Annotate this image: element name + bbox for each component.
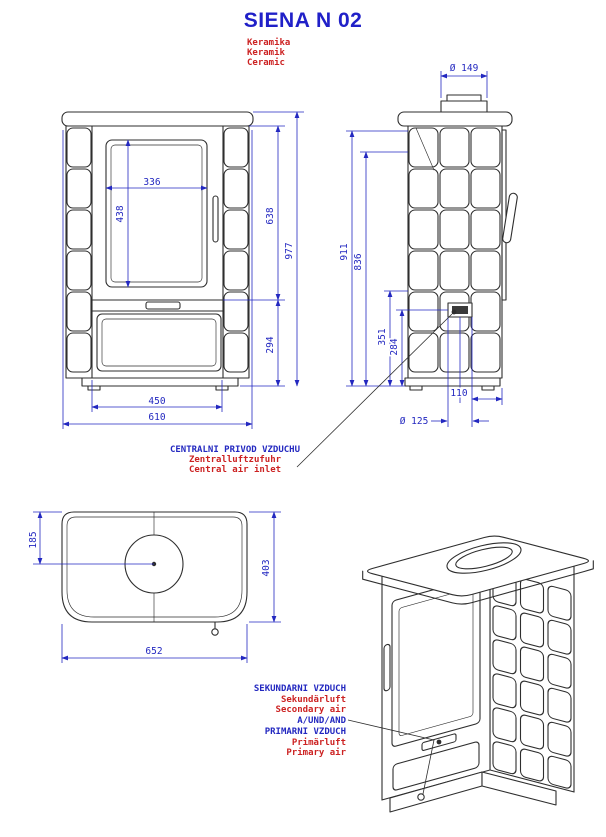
isometric-view (362, 535, 594, 813)
front-tile-column-left (66, 127, 92, 373)
dim-inlet-top-height: 351 (377, 328, 388, 345)
primary-air-label-cs: PRIMARNI VZDUCH (265, 727, 346, 737)
top-view (61, 511, 248, 636)
subtitle-cs: Keramika (247, 37, 290, 48)
central-air-label-en: Central air inlet (189, 464, 281, 475)
air-callout: SEKUNDARNI VZDUCH Sekundärluft Secondary… (254, 684, 435, 795)
central-air-label-de: Zentralluftzufuhr (189, 455, 282, 465)
dim-front-firebox-height: 638 (265, 207, 276, 224)
iso-ash-drawer (392, 741, 480, 791)
side-view (397, 94, 518, 391)
air-leader-branch (422, 739, 435, 795)
secondary-air-label-cs: SEKUNDARNI VZDUCH (254, 684, 346, 694)
side-door-edge (501, 129, 507, 301)
dim-front-glass-height: 438 (115, 205, 126, 222)
dim-front-total-width: 610 (148, 412, 165, 423)
side-tile-grid (408, 127, 501, 373)
flue-collar (440, 100, 488, 113)
iso-plinth-side (481, 771, 557, 806)
side-top-plate (397, 111, 513, 127)
front-door-handle (212, 195, 219, 243)
dim-flue-center-height: 911 (339, 243, 350, 260)
front-view-dimensions: 336 438 638 977 294 450 610 (62, 111, 304, 429)
secondary-air-label-en: Secondary air (276, 704, 347, 715)
dim-top-width: 652 (145, 646, 162, 657)
front-glass-window (105, 139, 208, 288)
front-top-plate (61, 111, 254, 127)
central-air-callout: CENTRALNI PRIVOD VZDUCHU Zentralluftzufu… (170, 309, 457, 475)
iso-door-handle (383, 643, 391, 692)
primary-air-label-de: Primärluft (292, 737, 346, 748)
dim-front-inner-width: 450 (148, 396, 165, 407)
secondary-air-label-de: Sekundärluft (281, 695, 346, 705)
subtitle-de: Keramik (247, 47, 286, 58)
iso-secondary-air-dot (436, 739, 442, 745)
dim-top-surface-height: 836 (353, 253, 364, 270)
dim-flue-diameter: Ø 149 (450, 63, 479, 74)
front-tile-column-right (223, 127, 249, 373)
dim-inlet-center-height: 284 (389, 338, 400, 355)
side-view-dimensions: Ø 149 911 836 351 284 110 Ø 125 (338, 62, 503, 429)
central-air-leader-dot (451, 309, 457, 315)
dim-inlet-front-offset: 110 (450, 388, 467, 399)
iso-side-face (489, 539, 575, 793)
iso-primary-air-inlet (417, 793, 425, 801)
subtitle-en: Ceramic (247, 57, 285, 68)
dim-front-glass-width: 336 (143, 177, 160, 188)
iso-flue-opening (446, 542, 522, 574)
central-air-leader-line (296, 313, 453, 468)
side-door-handle (502, 192, 518, 244)
top-view-dimensions: 185 403 652 (27, 511, 281, 663)
dim-inlet-diameter: Ø 125 (400, 416, 429, 427)
front-body (65, 125, 250, 379)
primary-air-label-en: Primary air (286, 747, 346, 758)
dim-top-flue-offset: 185 (28, 531, 39, 548)
dim-front-base-height: 294 (265, 336, 276, 353)
dim-front-total-height: 977 (284, 242, 295, 259)
front-ash-drawer (96, 313, 222, 372)
page-title: SIENA N 02 (244, 9, 363, 32)
dim-top-depth: 403 (261, 559, 272, 576)
central-air-label-cs: CENTRALNI PRIVOD VZDUCHU (170, 445, 300, 455)
air-label-conjunction: A/UND/AND (297, 716, 346, 726)
front-base (81, 377, 239, 387)
front-view (61, 111, 254, 391)
side-base (404, 377, 501, 387)
front-air-slot (145, 301, 181, 310)
iso-secondary-air-slot (421, 733, 457, 751)
iso-front-face (381, 539, 491, 801)
top-view-handle-knob (211, 628, 219, 636)
drawing-header: SIENA N 02 Keramika Keramik Ceramic (244, 9, 363, 68)
air-leader-line (347, 719, 435, 741)
